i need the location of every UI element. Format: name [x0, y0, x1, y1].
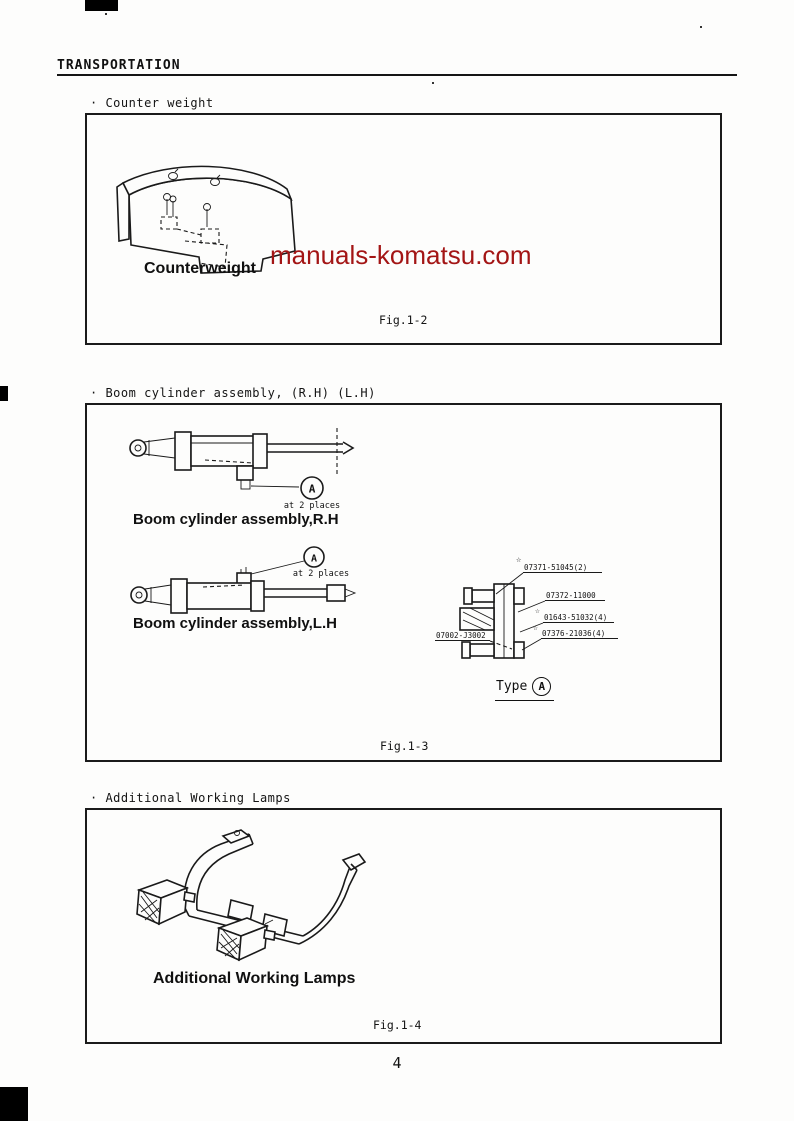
- lamp-unit-center: [216, 917, 276, 962]
- part-number-3: 01643-51032(4): [544, 613, 607, 622]
- counterweight-lift-eyes: [160, 193, 220, 244]
- lamp-bracket: [183, 829, 367, 945]
- mounting-detail-drawing: ☆ 07371-51045(2) 07372-11000 ☆ 01643-510…: [435, 555, 618, 659]
- figure-box-counterweight: Counterweight manuals-komatsu.com Fig.1-…: [85, 113, 722, 345]
- figure-caption-1-2: Fig.1-2: [379, 313, 428, 327]
- header-rule: [57, 74, 737, 76]
- page-number: 4: [392, 1054, 402, 1072]
- part-number-callouts: ☆ 07371-51045(2) 07372-11000 ☆ 01643-510…: [435, 555, 618, 651]
- scan-speck: [432, 82, 434, 84]
- part-number-4: 07376-21036(4): [542, 629, 605, 638]
- callout-leader-rh: [250, 485, 300, 488]
- scan-artifact-left: [0, 386, 8, 401]
- counterweight-label: Counterweight: [144, 260, 256, 277]
- scan-artifact-bottom: [0, 1087, 28, 1121]
- counterweight-body: [116, 165, 296, 274]
- section-heading-counterweight: · Counter weight: [90, 96, 214, 110]
- figure-box-working-lamps: Additional Working Lamps Fig.1-4: [85, 808, 722, 1044]
- watermark: manuals-komatsu.com: [270, 240, 532, 270]
- type-label-text: Type: [496, 679, 528, 694]
- callout-circle-a-lh: A: [303, 546, 325, 568]
- figure-box-boom-cylinder: A at 2 places Boom cylinder assembly,R.H…: [85, 403, 722, 762]
- boom-cylinder-rh-body: [129, 428, 355, 490]
- working-lamps-drawing: [136, 829, 367, 962]
- counterweight-hidden-lines: [184, 240, 228, 268]
- counterweight-drawing: [116, 165, 296, 274]
- callout-note-lh: at 2 places: [293, 569, 349, 579]
- callout-circle-a-rh: A: [300, 476, 324, 500]
- lamp-unit-left: [136, 879, 196, 926]
- scan-speck: [105, 13, 107, 15]
- star-mark: ☆: [535, 606, 540, 615]
- figure-caption-1-4: Fig.1-4: [373, 1018, 422, 1032]
- boom-cylinder-lh-drawing: A at 2 places: [130, 546, 357, 614]
- star-mark: ☆: [533, 623, 538, 632]
- scan-artifact-top: [85, 0, 118, 11]
- part-number-2: 07372-11000: [546, 591, 596, 600]
- callout-leader-lh: [246, 560, 305, 576]
- part-number-5: 07002-J3002: [436, 631, 486, 640]
- svg-text:A: A: [311, 554, 317, 565]
- part-number-1: 07371-51045(2): [524, 563, 587, 572]
- scan-speck: [700, 26, 702, 28]
- star-mark: ☆: [516, 555, 522, 565]
- boom-cylinder-lh-label: Boom cylinder assembly,L.H: [133, 615, 337, 632]
- type-a-label: Type A: [495, 677, 555, 701]
- boom-cylinder-lh-body: [130, 567, 357, 614]
- figure-caption-1-3: Fig.1-3: [380, 739, 429, 753]
- section-heading-boom-cylinder: · Boom cylinder assembly, (R.H) (L.H): [90, 386, 376, 400]
- svg-text:A: A: [309, 483, 316, 496]
- section-heading-working-lamps: · Additional Working Lamps: [90, 791, 291, 805]
- boom-cylinder-rh-drawing: A at 2 places: [129, 428, 355, 511]
- circled-a: A: [532, 677, 552, 696]
- boom-cylinder-rh-label: Boom cylinder assembly,R.H: [133, 511, 339, 528]
- bracket-and-bolts: [459, 583, 525, 659]
- callout-note-rh: at 2 places: [284, 501, 340, 511]
- working-lamps-label: Additional Working Lamps: [153, 970, 356, 987]
- page-title: TRANSPORTATION: [57, 58, 181, 73]
